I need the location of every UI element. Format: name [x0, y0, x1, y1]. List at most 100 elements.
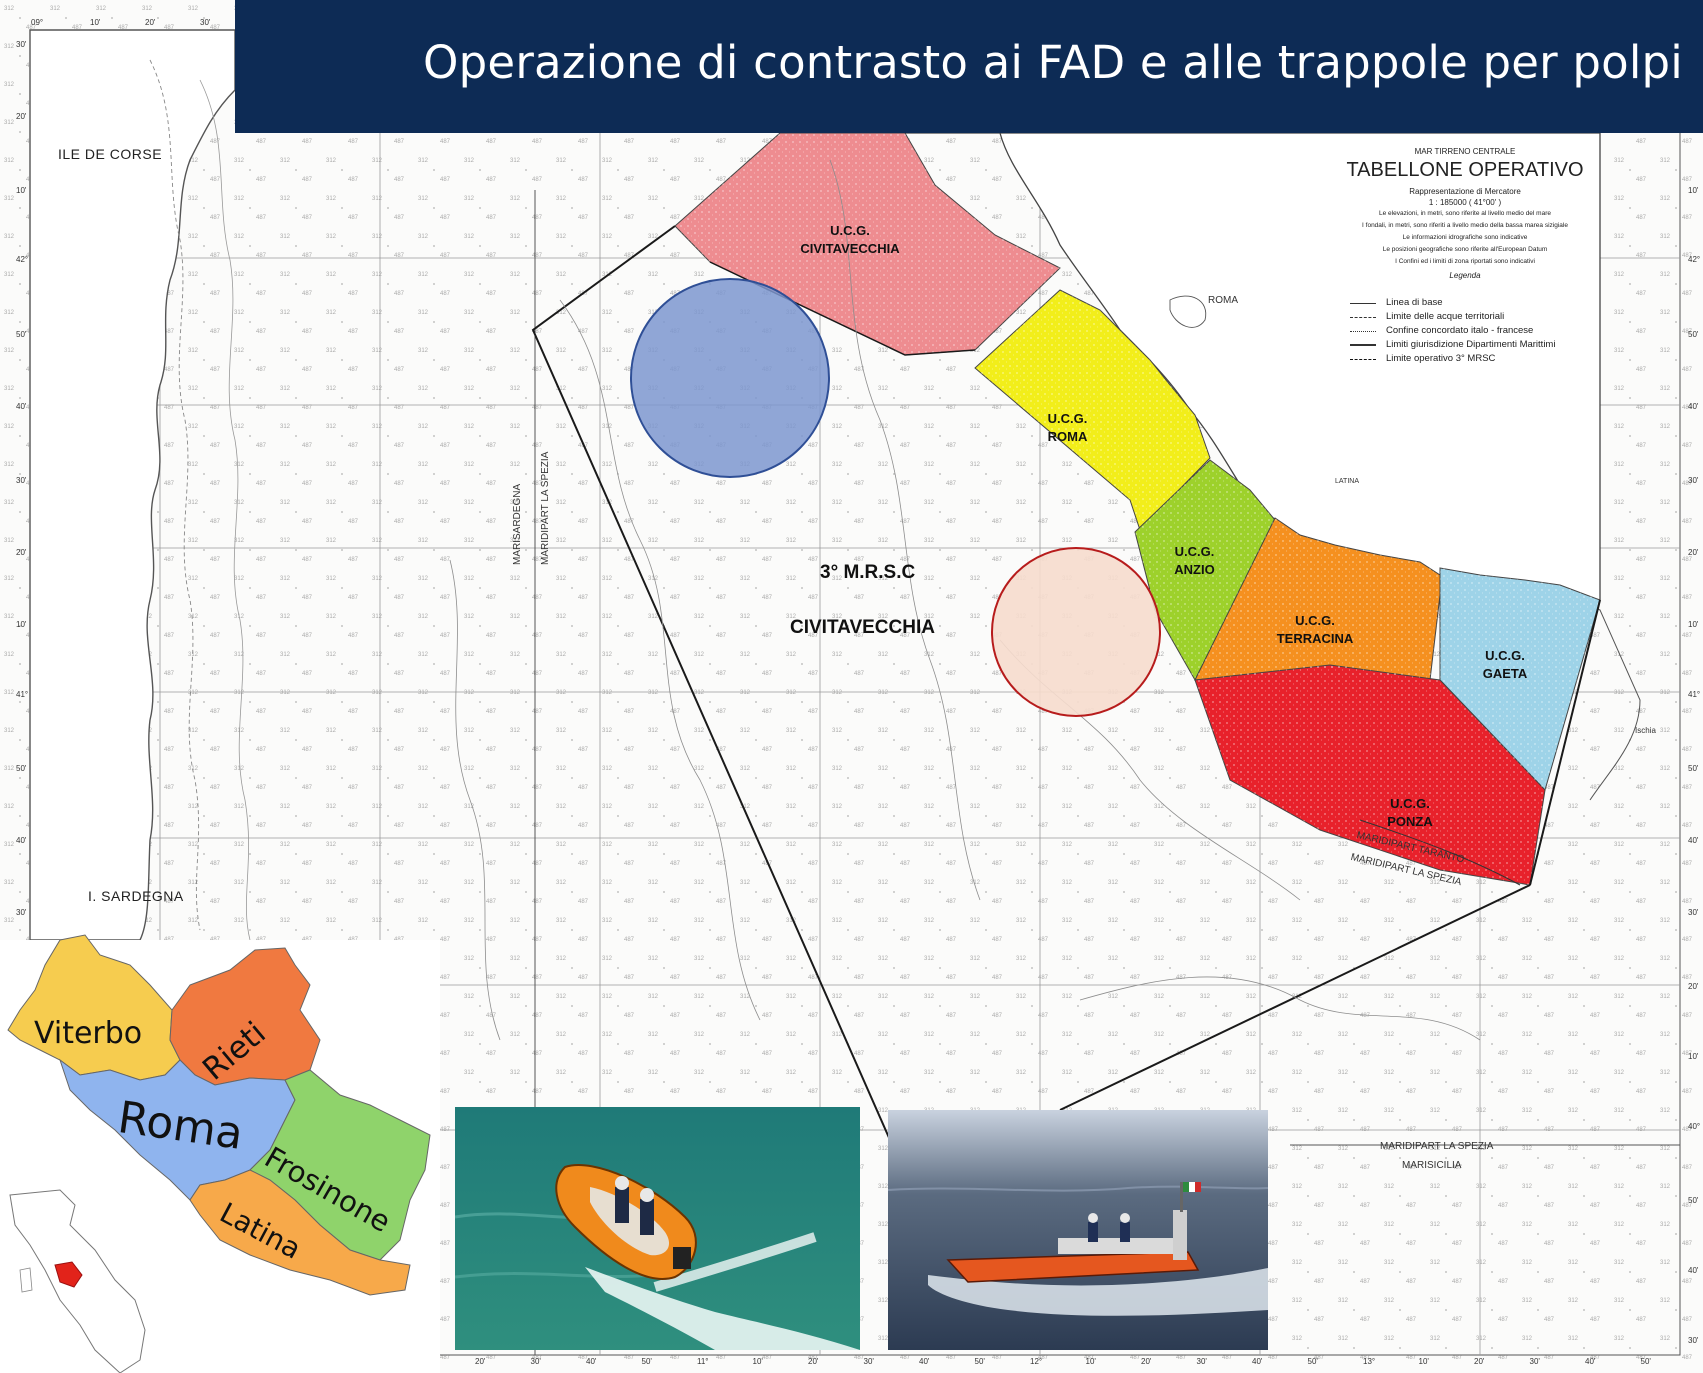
lon-tick-bottom: 30' — [530, 1357, 541, 1366]
chart-legend: Linea di base Limite delle acque territo… — [1350, 296, 1555, 366]
lat-tick-right: 30' — [1688, 476, 1699, 485]
lat-tick: 30' — [16, 40, 27, 49]
chart-note: Le posizioni geografiche sono riferite a… — [1382, 246, 1548, 253]
lon-tick-bottom: 50' — [641, 1357, 652, 1366]
lat-tick: 42° — [16, 255, 29, 264]
province-label-viterbo: Viterbo — [34, 1016, 143, 1051]
legend-item: Linea di base — [1350, 296, 1555, 310]
lon-tick-bottom: 10' — [752, 1357, 763, 1366]
lat-tick-right: 30' — [1688, 1336, 1699, 1345]
chart-note: I fondali, in metri, sono riferiti a liv… — [1362, 222, 1568, 229]
mrsc-limit-east — [1529, 599, 1601, 886]
lat-tick-right: 40' — [1688, 1266, 1699, 1275]
zones-speckle — [675, 133, 1600, 885]
lon-tick-bottom: 40' — [1585, 1357, 1596, 1366]
lat-tick-right: 20' — [1688, 982, 1699, 991]
lon-tick-bottom: 10' — [1418, 1357, 1429, 1366]
lat-tick: 10' — [16, 620, 27, 629]
lat-tick: 10' — [16, 186, 27, 195]
lazio-provinces-map — [0, 934, 440, 1373]
label-maridipart-spezia-vertical: MARIDIPART LA SPEZIA — [540, 451, 551, 565]
depth-contour-west — [199, 79, 251, 941]
mrsc-city-label: CIVITAVECCHIA — [790, 617, 935, 638]
label-marisicilia: MARISICILIA — [1402, 1160, 1462, 1171]
lat-tick-right: 30' — [1688, 908, 1699, 917]
chart-note: Le elevazioni, in metri, sono riferite a… — [1379, 210, 1551, 217]
label-ischia: Ischia — [1635, 726, 1656, 735]
lon-tick-bottom: 50' — [1640, 1357, 1651, 1366]
lon-tick-bottom: 30' — [863, 1357, 874, 1366]
lon-tick: 10' — [90, 18, 101, 27]
lat-tick-right: 42° — [1688, 255, 1701, 264]
label-sardegna: I. SARDEGNA — [88, 888, 184, 904]
lat-tick: 50' — [16, 330, 27, 339]
chart-title-block: MAR TIRRENO CENTRALE TABELLONE OPERATIVO… — [1315, 146, 1615, 281]
lon-tick-bottom: 40' — [586, 1357, 597, 1366]
lat-tick-right: 50' — [1688, 1196, 1699, 1205]
label-ile-de-corse: ILE DE CORSE — [58, 146, 163, 162]
chart-scale: 1 : 185000 ( 41°00' ) — [1428, 198, 1502, 207]
label-maridipart-spezia-south: MARIDIPART LA SPEZIA — [1380, 1141, 1494, 1152]
lon-tick: 30' — [200, 18, 211, 27]
lat-tick: 41° — [16, 690, 29, 699]
lat-tick: 20' — [16, 548, 27, 557]
zone-label-anzio: U.C.G.ANZIO — [1174, 544, 1215, 577]
lat-tick-right: 40' — [1688, 836, 1699, 845]
lat-tick-right: 10' — [1688, 620, 1699, 629]
legend-item: Limite operativo 3° MRSC — [1350, 352, 1555, 366]
legend-item: Limiti giurisdizione Dipartimenti Maritt… — [1350, 338, 1555, 352]
lat-tick-right: 20' — [1688, 548, 1699, 557]
search-area-circle-red — [991, 547, 1161, 717]
lon-tick-bottom: 50' — [974, 1357, 985, 1366]
roma-area-outline — [1169, 295, 1207, 328]
label-latina-city: LATINA — [1335, 478, 1359, 485]
lon-tick-bottom: 12° — [1030, 1357, 1043, 1366]
lon-tick-bottom: 20' — [1474, 1357, 1485, 1366]
maridipart-boundary — [1359, 819, 1521, 886]
corsica-sardinia-land — [29, 29, 236, 941]
chart-projection: Rappresentazione di Mercatore — [1409, 187, 1521, 196]
search-area-circle-blue — [630, 278, 830, 478]
lat-tick-right: 40° — [1688, 1122, 1701, 1131]
lat-tick: 20' — [16, 112, 27, 121]
lat-tick: 30' — [16, 908, 27, 917]
italy-locator-map — [9, 1189, 146, 1373]
lon-tick-bottom: 20' — [475, 1357, 486, 1366]
zone-label-terracina: U.C.G.TERRACINA — [1276, 613, 1354, 646]
lon-tick-bottom: 50' — [1307, 1357, 1318, 1366]
lat-tick-right: 41° — [1688, 690, 1701, 699]
mrsc-label: 3° M.R.S.C — [820, 562, 916, 583]
lat-tick-right: 40' — [1688, 402, 1699, 411]
lat-tick-right: 50' — [1688, 764, 1699, 773]
label-roma-city: ROMA — [1208, 295, 1238, 306]
lat-tick: 30' — [16, 476, 27, 485]
zone-label-civitavecchia: U.C.G.CIVITAVECCHIA — [800, 223, 900, 256]
lon-tick-bottom: 30' — [1196, 1357, 1207, 1366]
lon-tick-bottom: 40' — [919, 1357, 930, 1366]
label-marisardegna: MARISARDEGNA — [512, 483, 523, 565]
mrsc-limit-west — [531, 225, 891, 1141]
chart-note: I Confini ed i limiti di zona riportati … — [1395, 258, 1535, 265]
chart-note: Le informazioni idrografiche sono indica… — [1402, 234, 1528, 241]
lon-tick-bottom: 11° — [697, 1357, 709, 1366]
lon-tick-bottom: 30' — [1529, 1357, 1540, 1366]
legend-item: Limite delle acque territoriali — [1350, 310, 1555, 324]
lat-tick-right: 10' — [1688, 186, 1699, 195]
patrol-boat-photo-2 — [888, 1110, 1268, 1350]
lon-tick-bottom: 10' — [1085, 1357, 1096, 1366]
lat-tick-right: 50' — [1688, 330, 1699, 339]
page-title: Operazione di contrasto ai FAD e alle tr… — [423, 36, 1683, 89]
lon-tick-bottom: 20' — [808, 1357, 819, 1366]
territorial-limit-west — [149, 59, 201, 931]
chart-sea-name: MAR TIRRENO CENTRALE — [1414, 147, 1516, 156]
lon-tick: 20' — [145, 18, 156, 27]
patrol-boat-photo-1 — [455, 1107, 860, 1350]
zone-label-ponza: U.C.G.PONZA — [1387, 796, 1433, 829]
lon-tick-bottom: 20' — [1141, 1357, 1152, 1366]
lat-tick: 40' — [16, 402, 27, 411]
lon-tick-bottom: 13° — [1363, 1357, 1376, 1366]
lon-tick: 09° — [31, 18, 44, 27]
lat-tick: 40' — [16, 836, 27, 845]
zone-label-gaeta: U.C.G.GAETA — [1482, 648, 1528, 681]
